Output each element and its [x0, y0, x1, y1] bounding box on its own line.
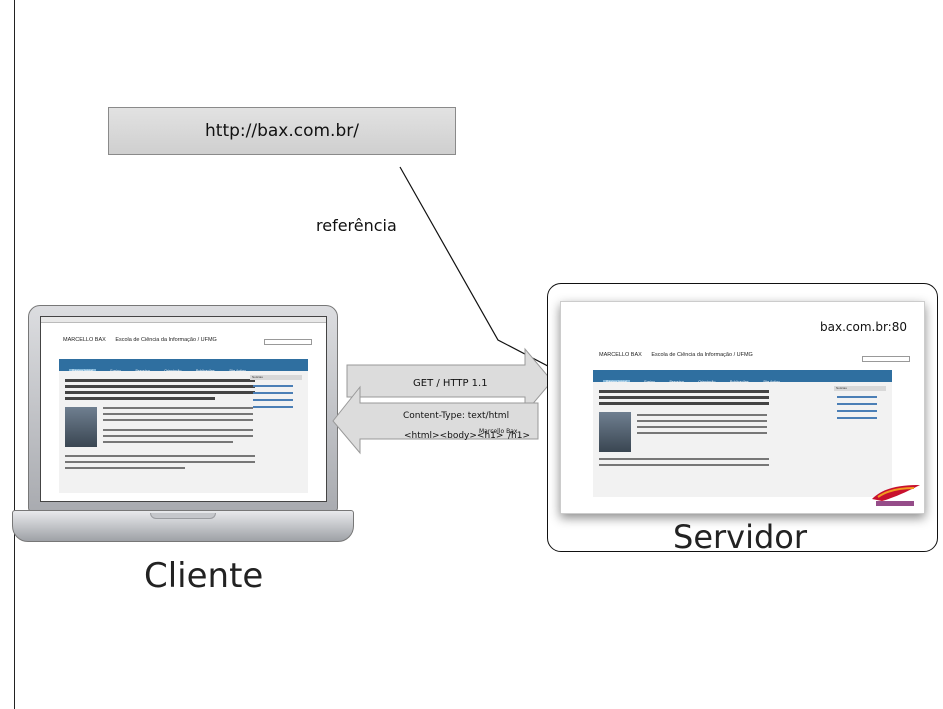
- site-school: Escola de Ciência da Informação / UFMG: [651, 352, 753, 358]
- news-link[interactable]: [837, 410, 877, 412]
- text-line: [637, 432, 767, 434]
- profile-photo: [65, 407, 97, 447]
- site-header: MARCELLO BAX Escola de Ciência da Inform…: [599, 352, 753, 358]
- text-line: [65, 455, 255, 457]
- text-line: [599, 396, 769, 399]
- client-label: Cliente: [144, 556, 264, 596]
- news-link[interactable]: [253, 392, 293, 394]
- client-webpage: MARCELLO BAX Escola de Ciência da Inform…: [41, 317, 326, 501]
- mac-menubar: [41, 317, 326, 323]
- site-search-input[interactable]: [862, 356, 910, 362]
- server-page: MARCELLO BAX Escola de Ciência da Inform…: [560, 301, 925, 514]
- apache-feather-icon: [872, 485, 920, 506]
- news-link[interactable]: [837, 403, 877, 405]
- text-line: [65, 461, 255, 463]
- server-host-label: bax.com.br:80: [820, 320, 907, 334]
- news-link[interactable]: [837, 396, 877, 398]
- text-line: [637, 414, 767, 416]
- news-sidebar: Notícias: [250, 375, 302, 445]
- url-text: http://bax.com.br/: [205, 121, 359, 141]
- text-line: [65, 385, 255, 388]
- text-line: [103, 435, 253, 437]
- reference-label: referência: [316, 216, 397, 235]
- server-label: Servidor: [673, 518, 808, 556]
- news-link[interactable]: [253, 399, 293, 401]
- site-school: Escola de Ciência da Informação / UFMG: [115, 337, 217, 343]
- server-webpage: MARCELLO BAX Escola de Ciência da Inform…: [561, 302, 924, 513]
- site-owner-name: MARCELLO BAX: [63, 337, 106, 343]
- text-line: [103, 419, 253, 421]
- news-link[interactable]: [253, 406, 293, 408]
- text-line: [65, 379, 255, 382]
- laptop-screen: MARCELLO BAX Escola de Ciência da Inform…: [40, 316, 327, 502]
- sidebar-title: Notícias: [834, 386, 886, 391]
- site-search-input[interactable]: [264, 339, 312, 345]
- site-owner-name: MARCELLO BAX: [599, 352, 642, 358]
- news-link[interactable]: [253, 385, 293, 387]
- text-line: [103, 441, 233, 443]
- html-close-label: /h1>: [508, 431, 531, 441]
- profile-photo: [599, 412, 631, 452]
- site-content: Notícias: [59, 371, 308, 493]
- request-label: GET / HTTP 1.1: [413, 378, 488, 389]
- site-header: MARCELLO BAX Escola de Ciência da Inform…: [63, 337, 217, 343]
- text-line: [599, 390, 769, 393]
- text-line: [637, 426, 767, 428]
- text-line: [599, 464, 769, 466]
- http-arrows: [332, 347, 553, 455]
- text-line: [599, 458, 769, 460]
- content-type-label: Content-Type: text/html: [403, 411, 510, 421]
- text-line: [103, 407, 253, 409]
- left-margin-rule: [14, 0, 15, 709]
- text-line: [599, 402, 769, 405]
- text-line: [103, 413, 253, 415]
- text-line: [65, 467, 185, 469]
- html-open-label: <html><body><h1>: [404, 431, 504, 441]
- text-line: [65, 397, 215, 400]
- site-content: Notícias: [593, 382, 892, 497]
- site-nav: Página Inicial Ensino Pesquisa Orientaçã…: [59, 359, 308, 373]
- laptop-trackpad-notch: [150, 513, 216, 519]
- body-text-label: Marcello Bax: [479, 428, 518, 435]
- sidebar-title: Notícias: [250, 375, 302, 380]
- response-arrow: [332, 385, 539, 455]
- request-arrow: [346, 347, 553, 415]
- site-nav: Página Inicial Ensino Pesquisa Orientaçã…: [593, 370, 892, 384]
- url-box: http://bax.com.br/: [108, 107, 456, 155]
- news-sidebar: Notícias: [834, 386, 886, 456]
- text-line: [65, 391, 255, 394]
- text-line: [637, 420, 767, 422]
- news-link[interactable]: [837, 417, 877, 419]
- text-line: [103, 429, 253, 431]
